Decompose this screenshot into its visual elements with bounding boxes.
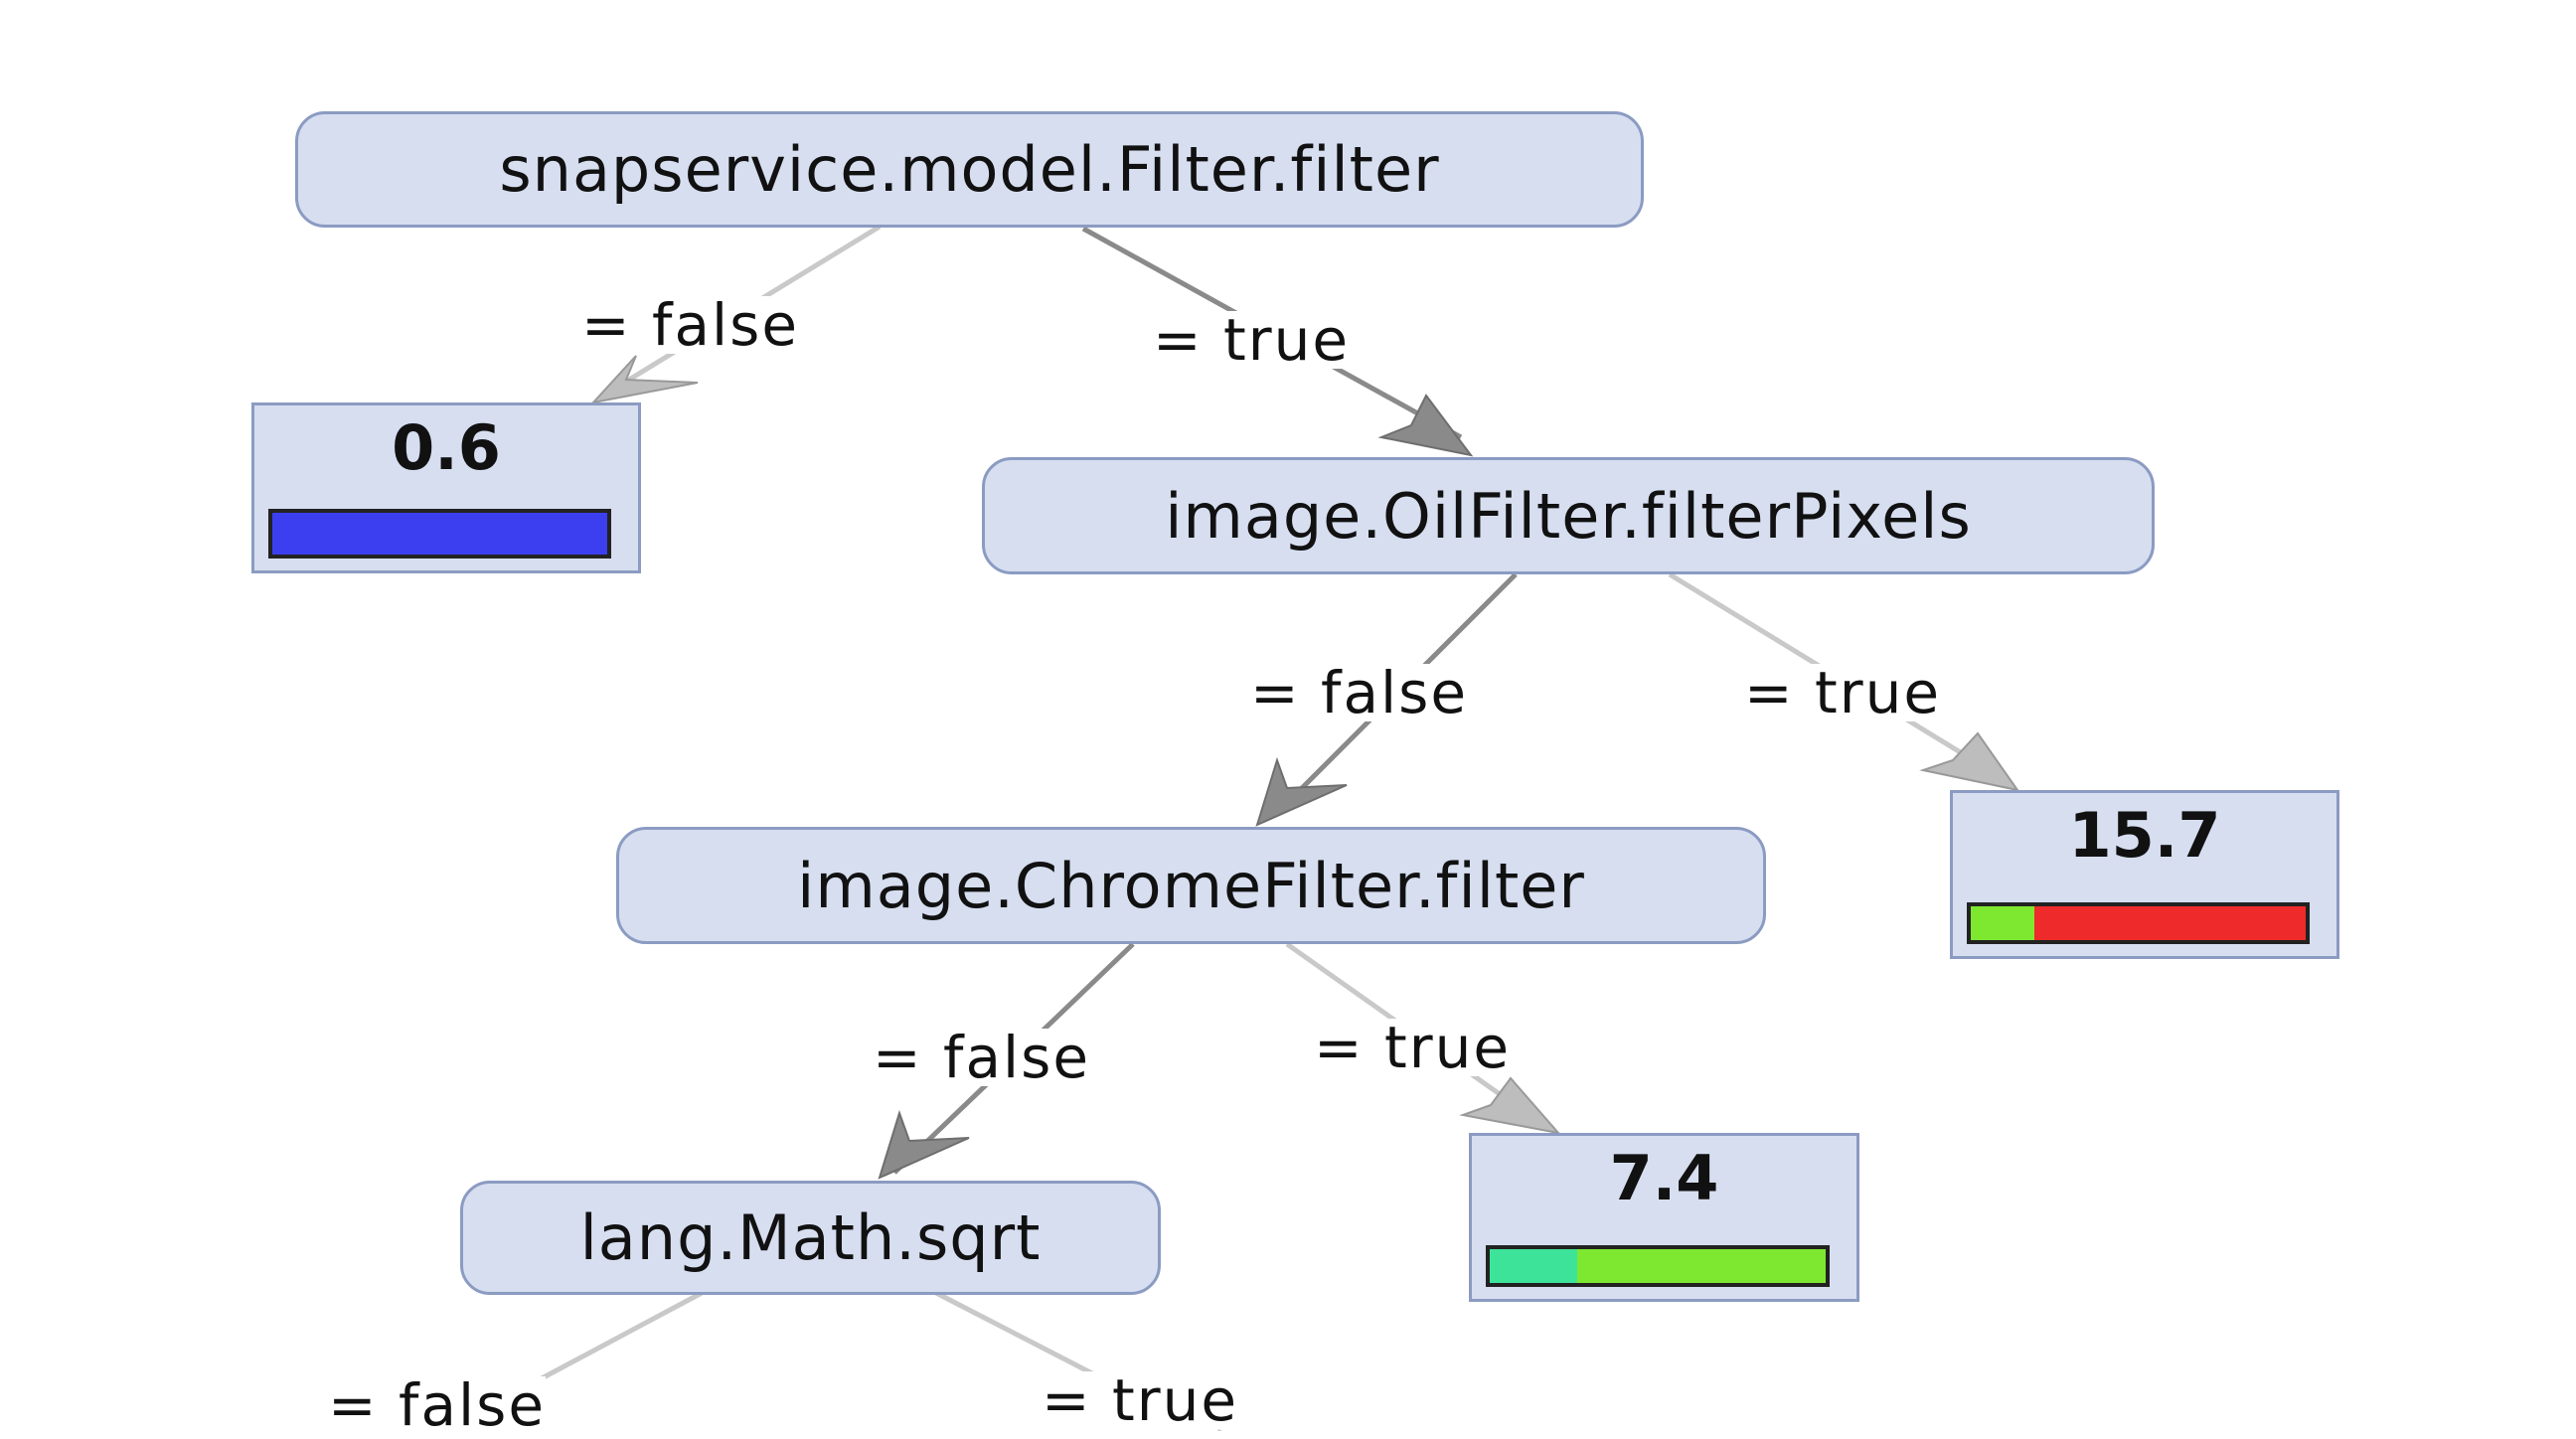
bar-segment-1 (2034, 906, 2306, 940)
node-snapservice-filter[interactable]: snapservice.model.Filter.filter (295, 111, 1644, 228)
bar-segment-1 (1576, 1249, 1826, 1283)
arrow-chrome-false (878, 1109, 970, 1180)
edge-label-root-false: = false (581, 291, 800, 359)
node-chromefilter-filter[interactable]: image.ChromeFilter.filter (616, 827, 1766, 944)
arrow-oil-true (1919, 731, 2020, 792)
leaf-15-7[interactable]: 15.7 (1950, 790, 2339, 959)
bar-segment-0 (1971, 906, 2035, 940)
edge-sqrt-false (525, 1289, 706, 1389)
arrow-root-false (590, 355, 699, 404)
leaf-value: 0.6 (392, 411, 501, 484)
node-oilfilter-filterpixels[interactable]: image.OilFilter.filterPixels (982, 457, 2155, 574)
edge-label-oil-false: = false (1250, 659, 1469, 726)
leaf-value: 7.4 (1609, 1142, 1719, 1214)
edge-label-chrome-true: = true (1314, 1014, 1512, 1081)
edge-label-sqrt-false: = false (328, 1371, 547, 1439)
leaf-0-6[interactable]: 0.6 (251, 402, 641, 573)
arrow-root-true (1377, 394, 1474, 457)
bar-segment-0 (272, 513, 607, 555)
arrow-chrome-true (1459, 1076, 1561, 1135)
arrow-oil-false (1255, 756, 1348, 827)
bar-segment-0 (1490, 1249, 1577, 1283)
leaf-distribution-bar (1486, 1245, 1830, 1287)
edge-label-sqrt-true: = true (1042, 1366, 1239, 1434)
edge-label-oil-true: = true (1744, 659, 1942, 726)
edge-label-chrome-false: = false (873, 1024, 1091, 1091)
leaf-distribution-bar (268, 509, 611, 559)
edge-label-root-true: = true (1153, 306, 1351, 374)
leaf-7-4[interactable]: 7.4 (1469, 1133, 1859, 1302)
leaf-value: 15.7 (2068, 799, 2221, 872)
leaf-distribution-bar (1967, 902, 2310, 944)
node-math-sqrt[interactable]: lang.Math.sqrt (460, 1181, 1161, 1295)
